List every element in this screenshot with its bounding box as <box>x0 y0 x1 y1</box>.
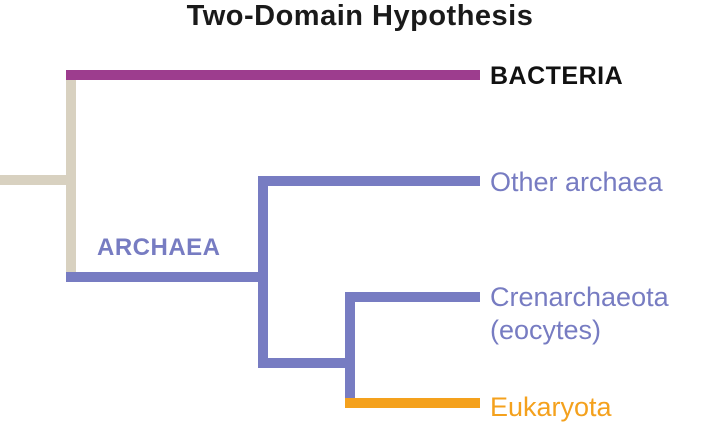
root-trunk-line <box>66 70 76 282</box>
eukaryota-branch-line <box>345 398 480 408</box>
archaea-lower-connector-line <box>258 358 355 368</box>
other-archaea-label: Other archaea <box>490 167 663 197</box>
crenarchaeota-branch-line <box>345 292 480 302</box>
archaea-split-trunk-line <box>258 176 268 368</box>
eocyte-split-trunk-line <box>345 292 355 398</box>
archaea-label: ARCHAEA <box>97 234 221 261</box>
root-stem-line <box>0 175 76 185</box>
crenarchaeota-label: Crenarchaeota (eocytes) <box>490 281 669 347</box>
other-archaea-branch-line <box>258 176 480 186</box>
crenarchaeota-label-line1: Crenarchaeota <box>490 282 669 312</box>
bacteria-branch-line <box>66 70 480 80</box>
crenarchaeota-label-line2: (eocytes) <box>490 315 602 345</box>
eukaryota-label: Eukaryota <box>490 392 612 422</box>
archaea-branch-line <box>66 272 268 282</box>
bacteria-label: BACTERIA <box>490 62 624 90</box>
diagram-title: Two-Domain Hypothesis <box>186 0 534 32</box>
